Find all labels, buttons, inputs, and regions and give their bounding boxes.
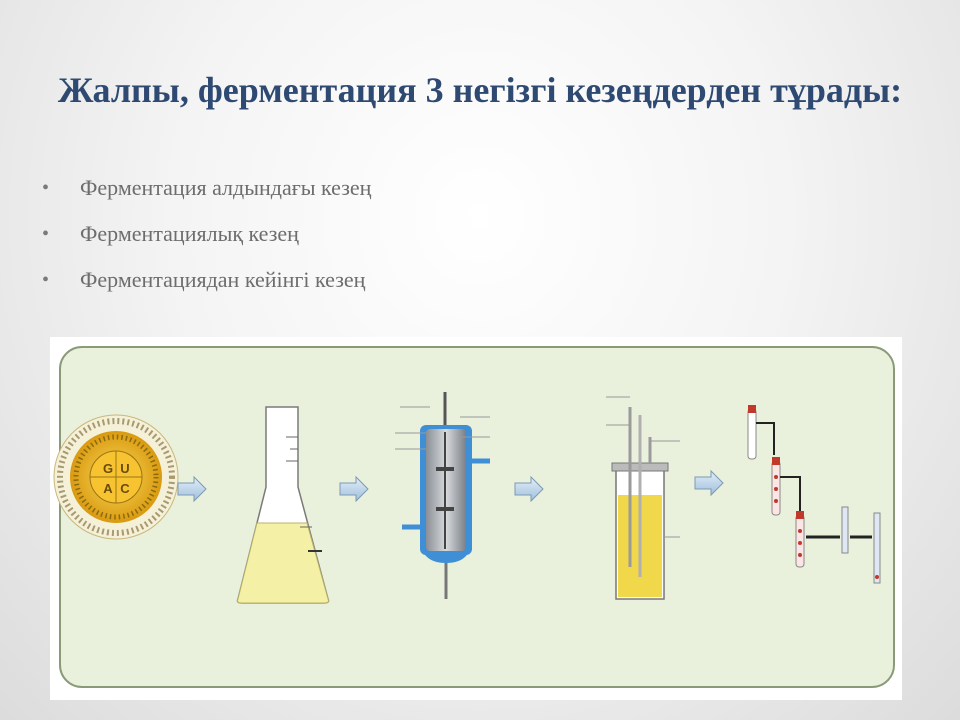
process-diagram: G U A C xyxy=(50,337,902,700)
codon-letter-u: U xyxy=(120,461,129,476)
process-arrow-icon xyxy=(694,469,724,497)
list-item: • Ферментациялық кезең xyxy=(42,214,371,260)
bullet-icon: • xyxy=(42,269,50,291)
codon-letter-g: G xyxy=(103,461,113,476)
bullet-icon: • xyxy=(42,223,50,245)
fermenter-vessel-icon xyxy=(606,396,680,600)
stage-list: • Ферментация алдындағы кезең • Фермента… xyxy=(42,168,371,306)
bullet-icon: • xyxy=(42,177,50,199)
codon-letter-c: C xyxy=(120,481,130,496)
slide-title: Жалпы, ферментация 3 негізгі кезеңдерден… xyxy=(57,70,903,110)
bioreactor-icon xyxy=(395,392,490,599)
stage-fermentation: Ферментациялық кезең xyxy=(80,221,299,246)
process-arrow-icon xyxy=(514,475,544,503)
diagram-panel xyxy=(59,346,895,688)
codon-wheel-icon: G U A C xyxy=(53,414,179,540)
stage-post-fermentation: Ферментациядан кейінгі кезең xyxy=(80,267,366,292)
list-item: • Ферментация алдындағы кезең xyxy=(42,168,371,214)
list-item: • Ферментациядан кейінгі кезең xyxy=(42,260,371,306)
stage-pre-fermentation: Ферментация алдындағы кезең xyxy=(80,175,372,200)
test-tubes-icon xyxy=(747,405,881,584)
flask-icon xyxy=(236,406,330,604)
process-arrow-icon xyxy=(177,475,207,503)
process-arrow-icon xyxy=(339,475,369,503)
codon-letter-a: A xyxy=(103,481,113,496)
